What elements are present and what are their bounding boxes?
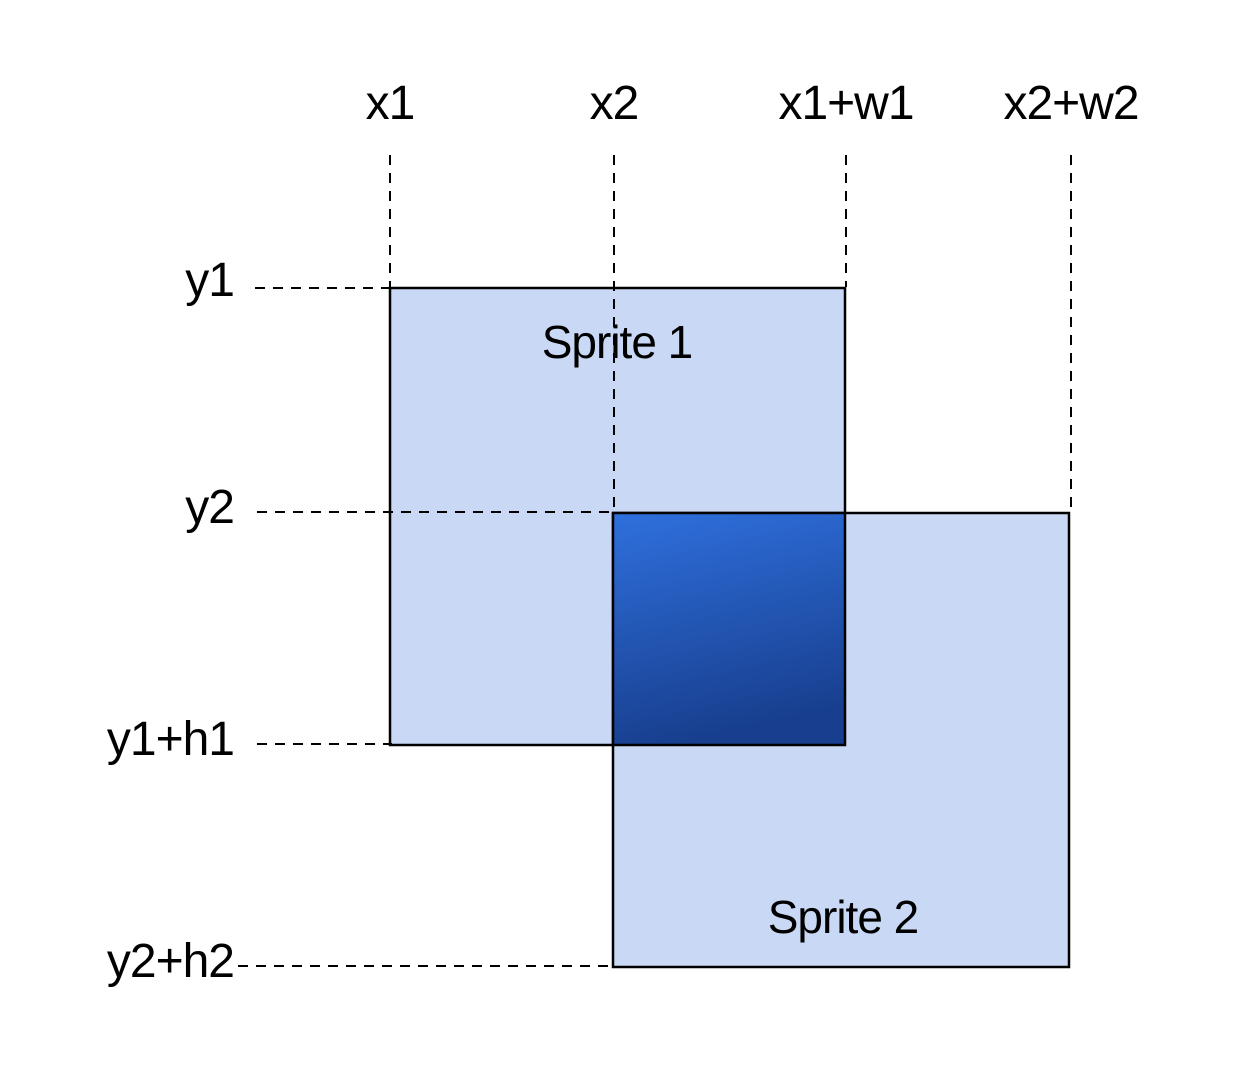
x1w1-label: x1+w1 (778, 77, 914, 130)
y2-label: y2 (185, 481, 235, 534)
sprite1-label: Sprite 1 (541, 316, 694, 368)
x2w2-label: x2+w2 (1003, 77, 1139, 130)
y2h2-label: y2+h2 (106, 935, 235, 988)
y1-label: y1 (185, 254, 235, 307)
x1-label: x1 (365, 77, 416, 130)
x2-label: x2 (589, 77, 640, 130)
y1h1-label: y1+h1 (106, 713, 235, 766)
sprite2-label: Sprite 2 (767, 891, 920, 943)
overlap-region-rect (611, 511, 847, 747)
